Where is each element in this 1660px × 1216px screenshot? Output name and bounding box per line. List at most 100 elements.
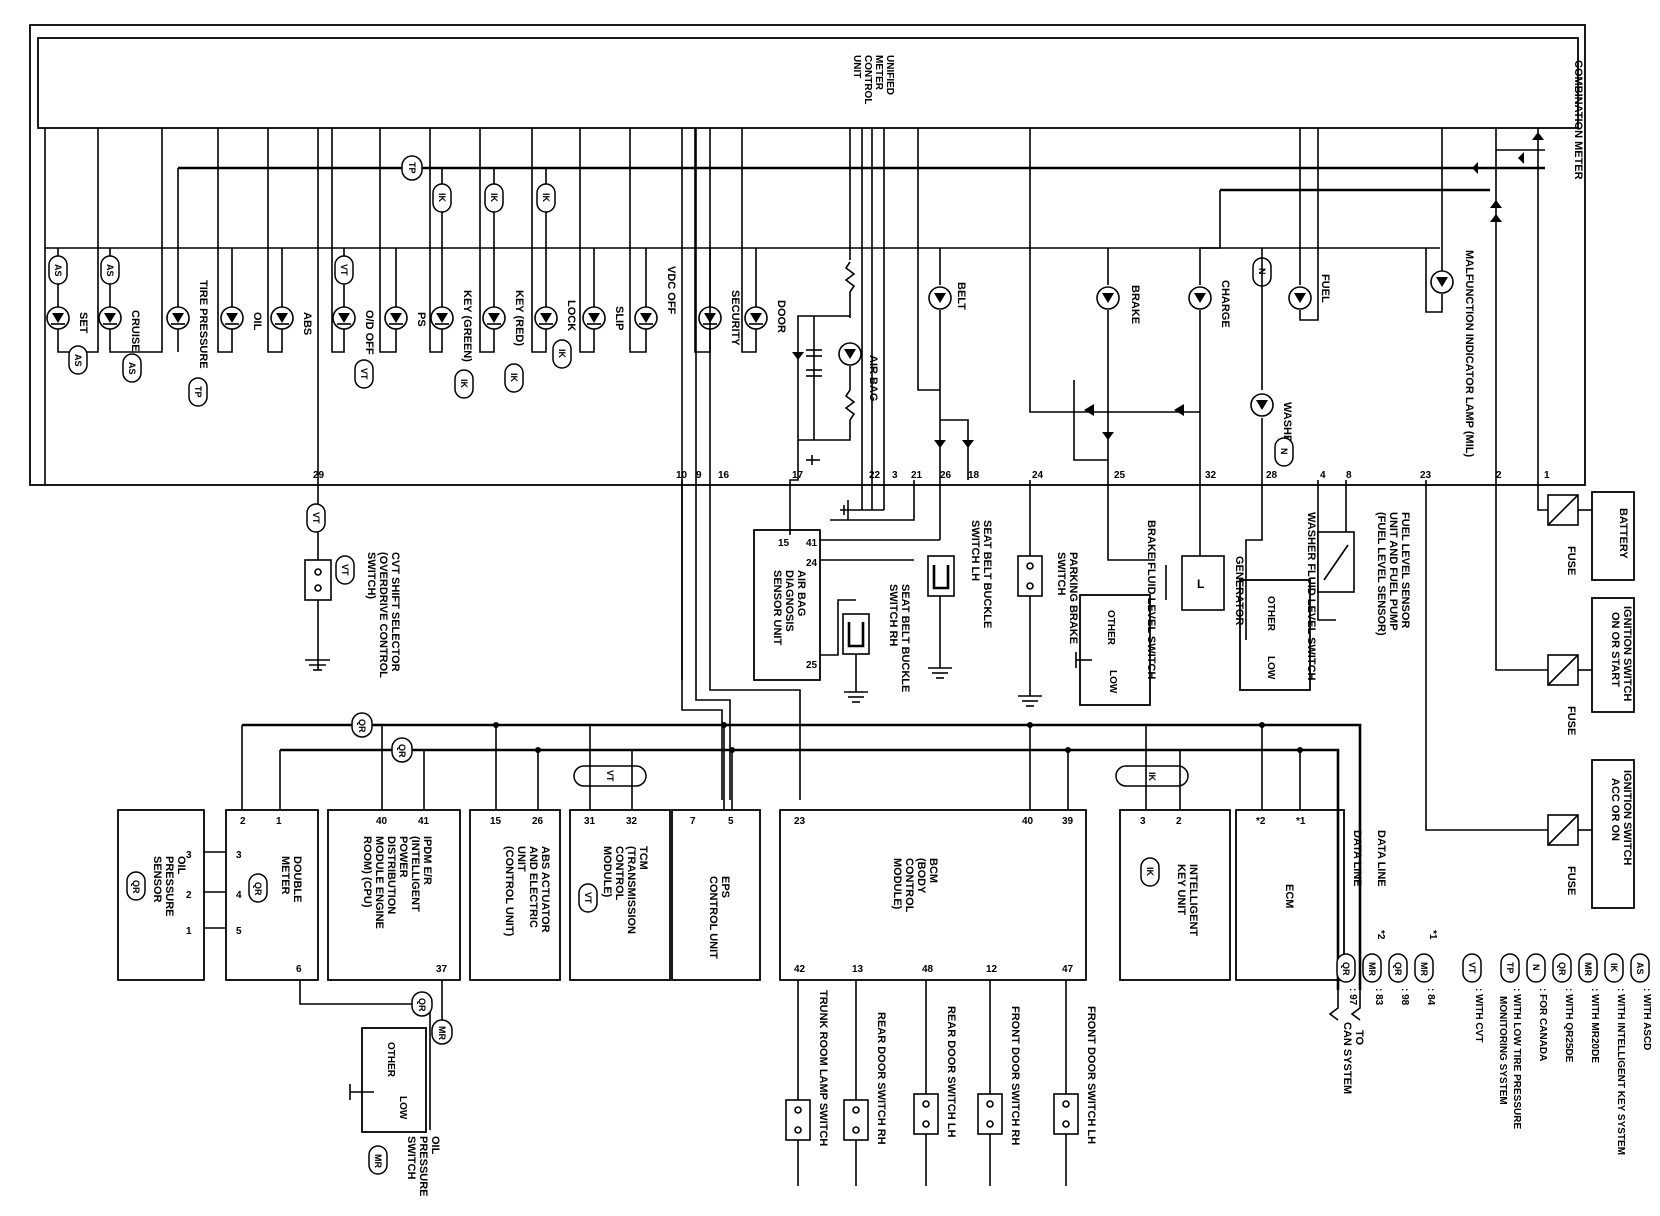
term-25: 25 <box>1114 470 1126 481</box>
eps-pin-5: 5 <box>728 816 734 827</box>
svg-text:DOUBLE: DOUBLE <box>291 856 303 902</box>
lamp-label-abs: ABS <box>301 312 313 335</box>
svg-text:PRESSURE: PRESSURE <box>163 856 175 917</box>
combination-meter-title: COMBINATION METER <box>1572 60 1584 180</box>
data-line-1: DATA LINE <box>1375 830 1387 887</box>
bcm-pin-48: 48 <box>922 964 934 975</box>
dm-pin-1: 1 <box>276 816 282 827</box>
power-sources <box>1547 491 1635 909</box>
legend-star1-qr: : 98 <box>1399 988 1410 1006</box>
term-4: 4 <box>1320 470 1326 481</box>
wire-ab-25 <box>820 599 856 656</box>
term-16: 16 <box>718 470 730 481</box>
svg-text:TP: TP <box>193 386 203 398</box>
svg-text:VT: VT <box>1467 962 1477 974</box>
abs-pin-26: 26 <box>532 816 544 827</box>
svg-text:AND ELECTRIC: AND ELECTRIC <box>527 846 539 928</box>
svg-text:VT: VT <box>340 564 350 576</box>
dm-pin-5: 5 <box>236 926 242 937</box>
umcu-label-4: UNIT <box>851 55 862 78</box>
svg-text:METER: METER <box>279 856 291 895</box>
generator-label: GENERATOR <box>1233 556 1245 625</box>
svg-text:QR: QR <box>1557 962 1567 976</box>
legend-as: : WITH ASCD <box>1641 988 1652 1050</box>
oil-switch-label-3: SWITCH <box>405 1136 417 1179</box>
svg-text:IPDM E/R: IPDM E/R <box>421 836 433 885</box>
ops-pin-1: 1 <box>186 926 192 937</box>
bcm-pin-40: 40 <box>1022 816 1034 827</box>
lamp-side-tags: AS AS TP VT IK IK IK <box>68 339 572 407</box>
legend-ik: : WITH INTELLIGENT KEY SYSTEM <box>1615 988 1626 1155</box>
ik-pin-3: 3 <box>1140 816 1146 827</box>
term-26: 26 <box>940 470 952 481</box>
door-switch-trunk: TRUNK ROOM LAMP SWITCH <box>817 990 829 1146</box>
term-28: 28 <box>1266 470 1278 481</box>
legend: AS IK MR QR N TP VT MR QR MR QR : WITH A… <box>1336 930 1652 1155</box>
svg-text:IK: IK <box>509 373 519 383</box>
lamp-label-slip: SLIP <box>613 306 625 330</box>
ab-term-15: 15 <box>778 538 790 549</box>
svg-text:POWER: POWER <box>397 836 409 878</box>
cvt-label-3: SWITCH) <box>365 552 377 599</box>
svg-text:QR: QR <box>131 880 141 894</box>
door-switch-front-lh: FRONT DOOR SWITCH LH <box>1085 1006 1097 1144</box>
lamp-label-vdc-off: VDC OFF <box>665 266 677 315</box>
bcm-pin-39: 39 <box>1062 816 1074 827</box>
svg-text:BCM: BCM <box>927 858 939 883</box>
lamp-label-oil: OIL <box>251 312 263 331</box>
svg-text:UNIT: UNIT <box>515 846 527 872</box>
cvt-switch <box>304 559 332 601</box>
legend-qr: : WITH QR25DE <box>1563 988 1574 1063</box>
generator-terminal: L <box>1197 577 1204 591</box>
meter-line-tags: TP IK IK IK AS AS VT N <box>48 155 1272 287</box>
term-2: 2 <box>1496 470 1502 481</box>
term-18: 18 <box>968 470 980 481</box>
svg-text:ABS ACTUATOR: ABS ACTUATOR <box>539 846 551 933</box>
svg-text:QR: QR <box>1393 962 1403 976</box>
ipdm-pin-40: 40 <box>376 816 388 827</box>
svg-text:TCM: TCM <box>637 846 649 870</box>
svg-text:MODULE): MODULE) <box>891 858 903 910</box>
svg-text:IK: IK <box>437 193 447 203</box>
svg-text:(BODY: (BODY <box>915 858 927 894</box>
fuel-sensor-label-1: FUEL LEVEL SENSOR <box>1399 512 1411 628</box>
svg-text:INTELLIGENT: INTELLIGENT <box>1187 864 1199 936</box>
bcm-pin-13: 13 <box>852 964 864 975</box>
dm-pin-4: 4 <box>236 890 242 901</box>
legend-star1-mr: : 84 <box>1425 988 1436 1006</box>
svg-text:(CONTROL UNIT): (CONTROL UNIT) <box>503 846 515 937</box>
cvt-tag: VT <box>306 503 326 533</box>
term-10: 10 <box>676 470 688 481</box>
svg-text:(TRANSMISSION: (TRANSMISSION <box>625 846 637 934</box>
lamp-label-air-bag: AIR BAG <box>867 355 879 401</box>
svg-text:AS: AS <box>73 354 83 367</box>
data-line-2: DATA LINE <box>1351 830 1363 887</box>
ign-acc-on-label-2: ACC OR ON <box>1609 778 1621 841</box>
fuse-label-2: FUSE <box>1565 706 1577 735</box>
door-switch-front-rh: FRONT DOOR SWITCH RH <box>1009 1006 1021 1145</box>
term-24: 24 <box>1032 470 1044 481</box>
bus-junctions <box>493 722 1303 753</box>
svg-text:MODULE ENGINE: MODULE ENGINE <box>373 836 385 929</box>
ops-pin-2: 2 <box>186 890 192 901</box>
svg-text:(INTELLIGENT: (INTELLIGENT <box>409 836 421 912</box>
svg-text:MR: MR <box>373 1154 383 1168</box>
term-22: 22 <box>869 470 881 481</box>
module-labels: OIL PRESSURE SENSOR DOUBLE METER IPDM E/… <box>151 836 1295 959</box>
lamp-label-od-off: O/D OFF <box>363 310 375 355</box>
cvt-label-2: (OVERDRIVE CONTROL <box>377 552 389 678</box>
ign-on-start-label-2: ON OR START <box>1609 612 1621 687</box>
parking-brake-label-2: SWITCH <box>1055 552 1067 595</box>
door-switch-bodies <box>785 1093 1079 1141</box>
fuse-label-1: FUSE <box>1565 546 1577 575</box>
fuel-sensor-label-2: UNIT AND FUEL PUMP <box>1387 512 1399 631</box>
svg-text:IK: IK <box>1609 963 1619 973</box>
svg-text:N: N <box>1531 964 1541 971</box>
svg-text:MR: MR <box>1419 962 1429 976</box>
oil-switch-label-1: OIL <box>429 1136 441 1155</box>
dm-pin-3: 3 <box>236 850 242 861</box>
svg-text:IK: IK <box>459 379 469 389</box>
lamp-label-security: SECURITY <box>729 290 741 346</box>
lamp-branches <box>44 128 757 680</box>
